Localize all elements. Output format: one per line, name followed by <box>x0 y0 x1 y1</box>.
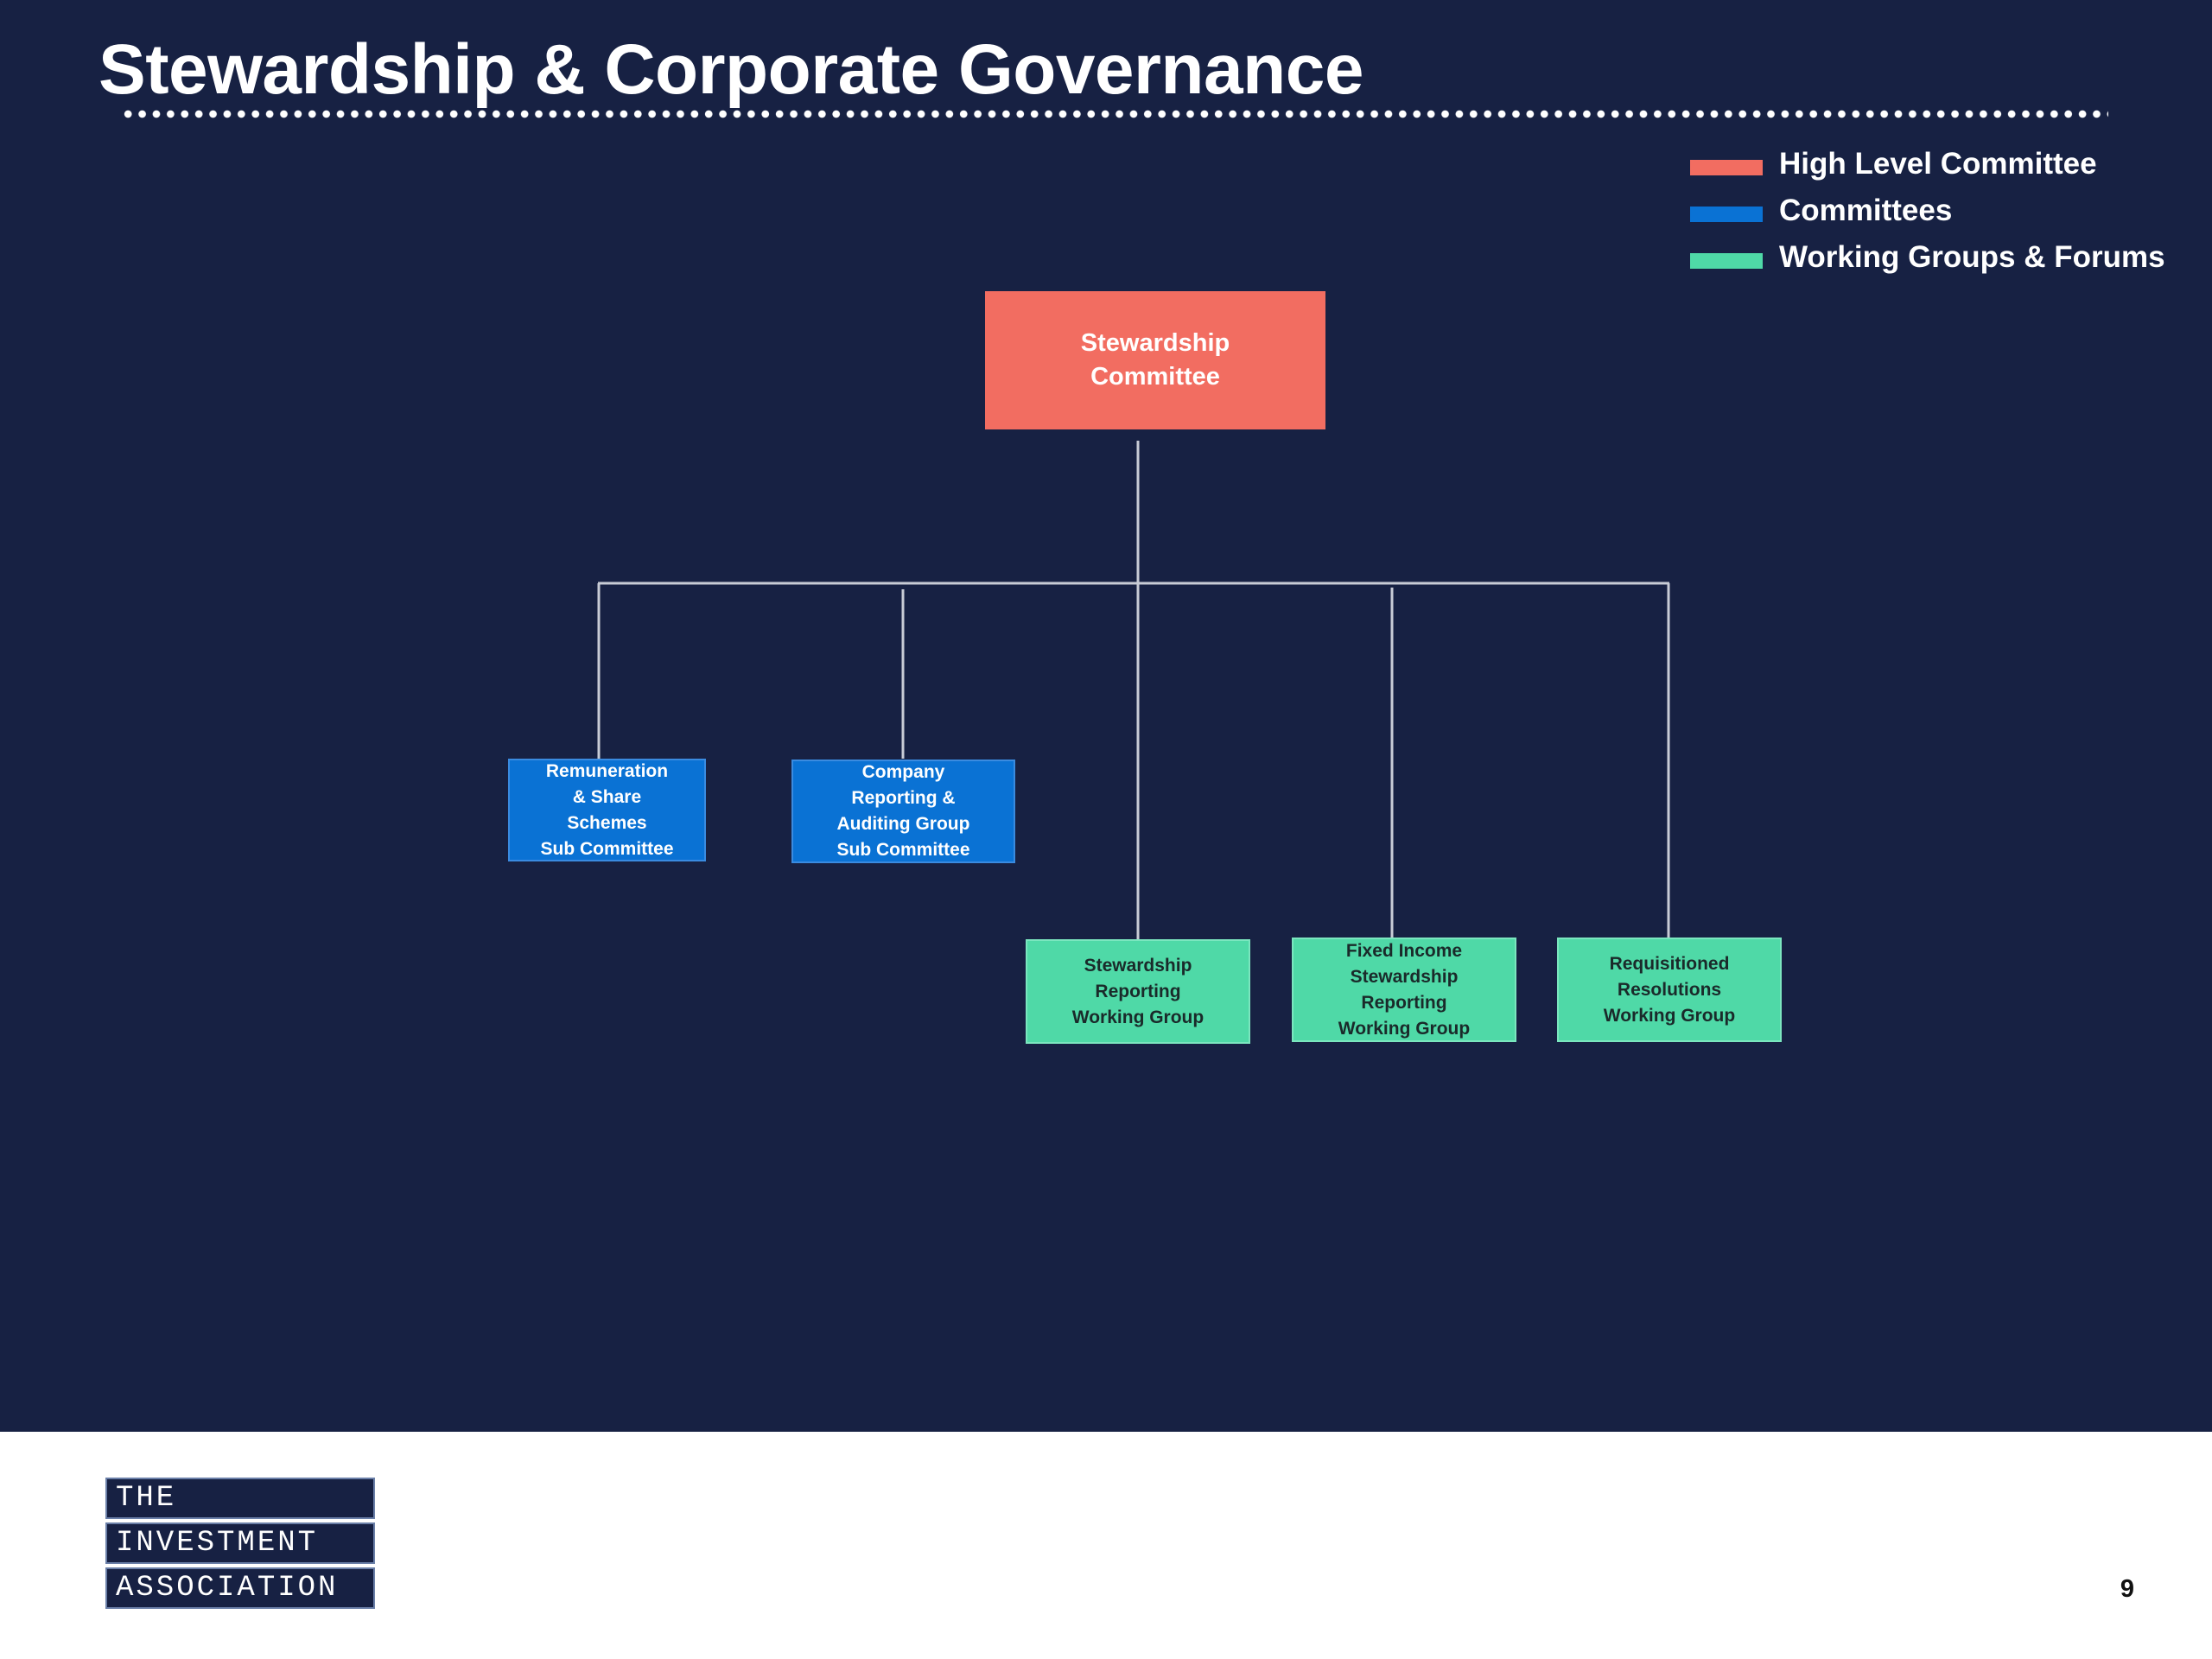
node-company-reporting-sub-committee: Company Reporting & Auditing Group Sub C… <box>791 760 1015 863</box>
logo-line: THE <box>105 1478 375 1519</box>
title-dotted-divider <box>121 110 2108 118</box>
legend-label: Working Groups & Forums <box>1779 240 2165 274</box>
legend-swatch-high-level <box>1690 160 1763 175</box>
node-requisitioned-resolutions-working-group: Requisitioned Resolutions Working Group <box>1557 938 1782 1042</box>
logo-line: ASSOCIATION <box>105 1567 375 1609</box>
logo-line: INVESTMENT <box>105 1522 375 1564</box>
page-title: Stewardship & Corporate Governance <box>99 30 1363 109</box>
legend-label: High Level Committee <box>1779 147 2097 181</box>
legend-swatch-working-groups <box>1690 253 1763 269</box>
node-stewardship-reporting-working-group: Stewardship Reporting Working Group <box>1026 939 1250 1044</box>
node-stewardship-committee: Stewardship Committee <box>985 291 1325 429</box>
page-number: 9 <box>2120 1575 2134 1603</box>
legend-swatch-committees <box>1690 207 1763 222</box>
node-remuneration-sub-committee: Remuneration & Share Schemes Sub Committ… <box>508 759 706 861</box>
legend-label: Committees <box>1779 194 1953 227</box>
investment-association-logo: THE INVESTMENT ASSOCIATION <box>105 1478 375 1612</box>
org-chart-connectors <box>597 441 1670 939</box>
slide-canvas: Stewardship & Corporate Governance High … <box>0 0 2212 1432</box>
node-fixed-income-working-group: Fixed Income Stewardship Reporting Worki… <box>1292 938 1516 1042</box>
